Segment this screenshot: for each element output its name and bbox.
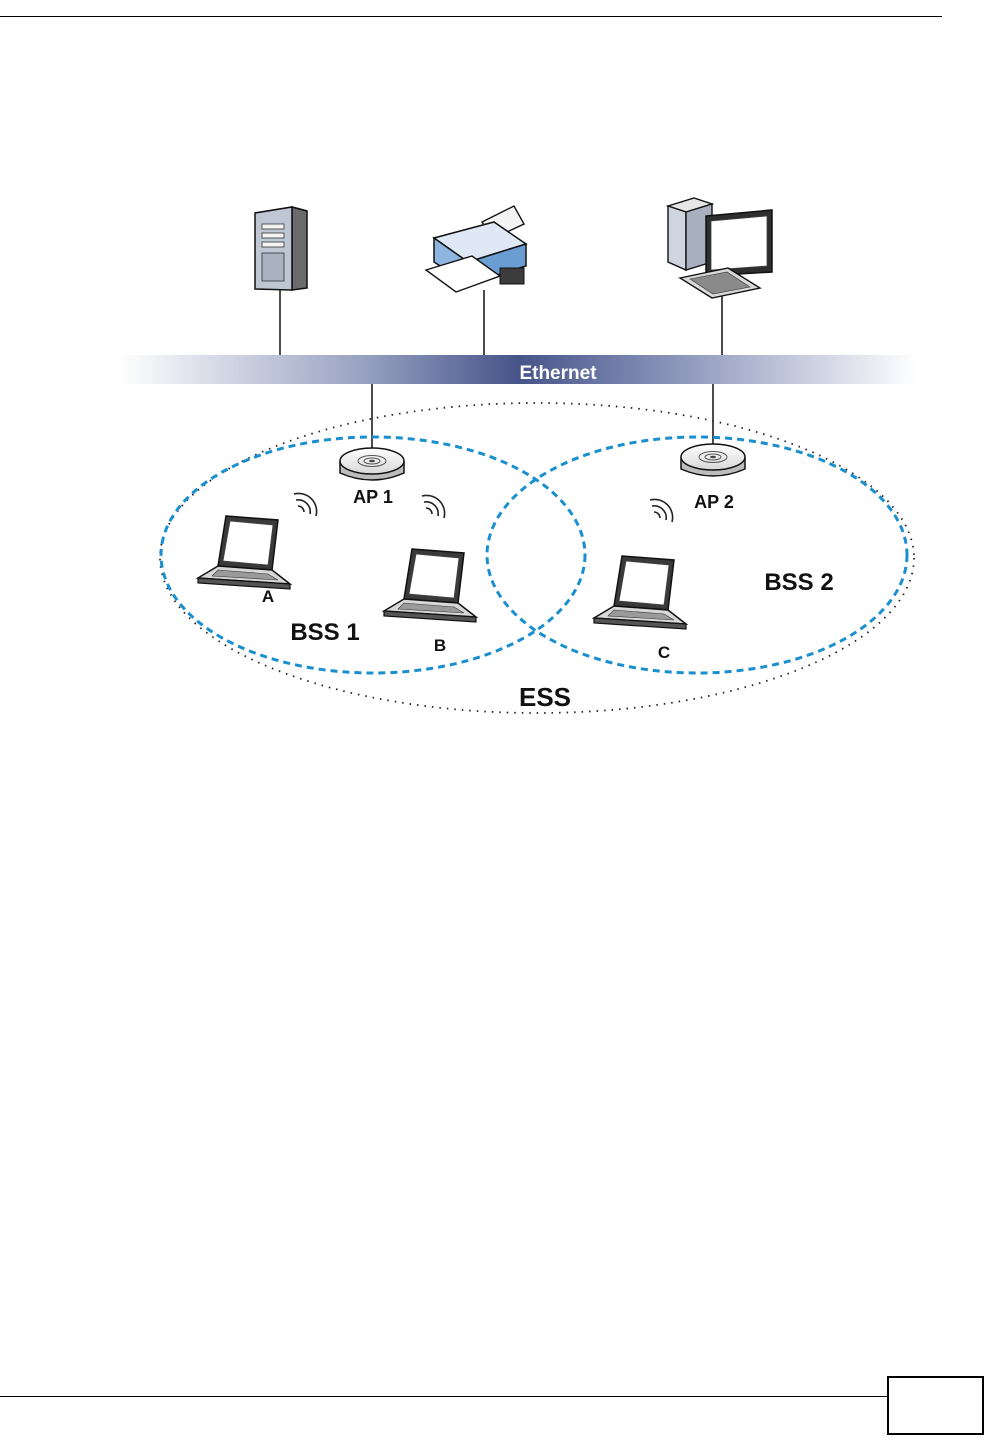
wifi-waves-icon <box>422 495 445 518</box>
laptop-c-icon <box>594 556 686 629</box>
ethernet-label: Ethernet <box>519 363 597 384</box>
bss1-label: BSS 1 <box>290 619 359 646</box>
access-point-2-icon <box>681 444 745 476</box>
access-point-1-icon <box>340 448 404 480</box>
laptop-a-icon <box>198 516 290 589</box>
ess-label: ESS <box>519 682 571 712</box>
printer-icon <box>426 206 526 292</box>
desktop-computer-icon <box>668 198 772 298</box>
client-b-label: B <box>434 636 446 655</box>
wifi-waves-icon <box>294 493 317 516</box>
footer-rule <box>0 1396 887 1397</box>
ap1-label: AP 1 <box>353 487 393 507</box>
client-c-label: C <box>658 643 670 662</box>
server-icon <box>255 207 307 290</box>
wifi-waves-icon <box>650 499 673 522</box>
laptop-b-icon <box>384 549 476 622</box>
page-number-box <box>887 1376 984 1435</box>
bss2-label: BSS 2 <box>764 569 833 596</box>
client-a-label: A <box>262 587 274 606</box>
ap2-label: AP 2 <box>694 492 734 512</box>
